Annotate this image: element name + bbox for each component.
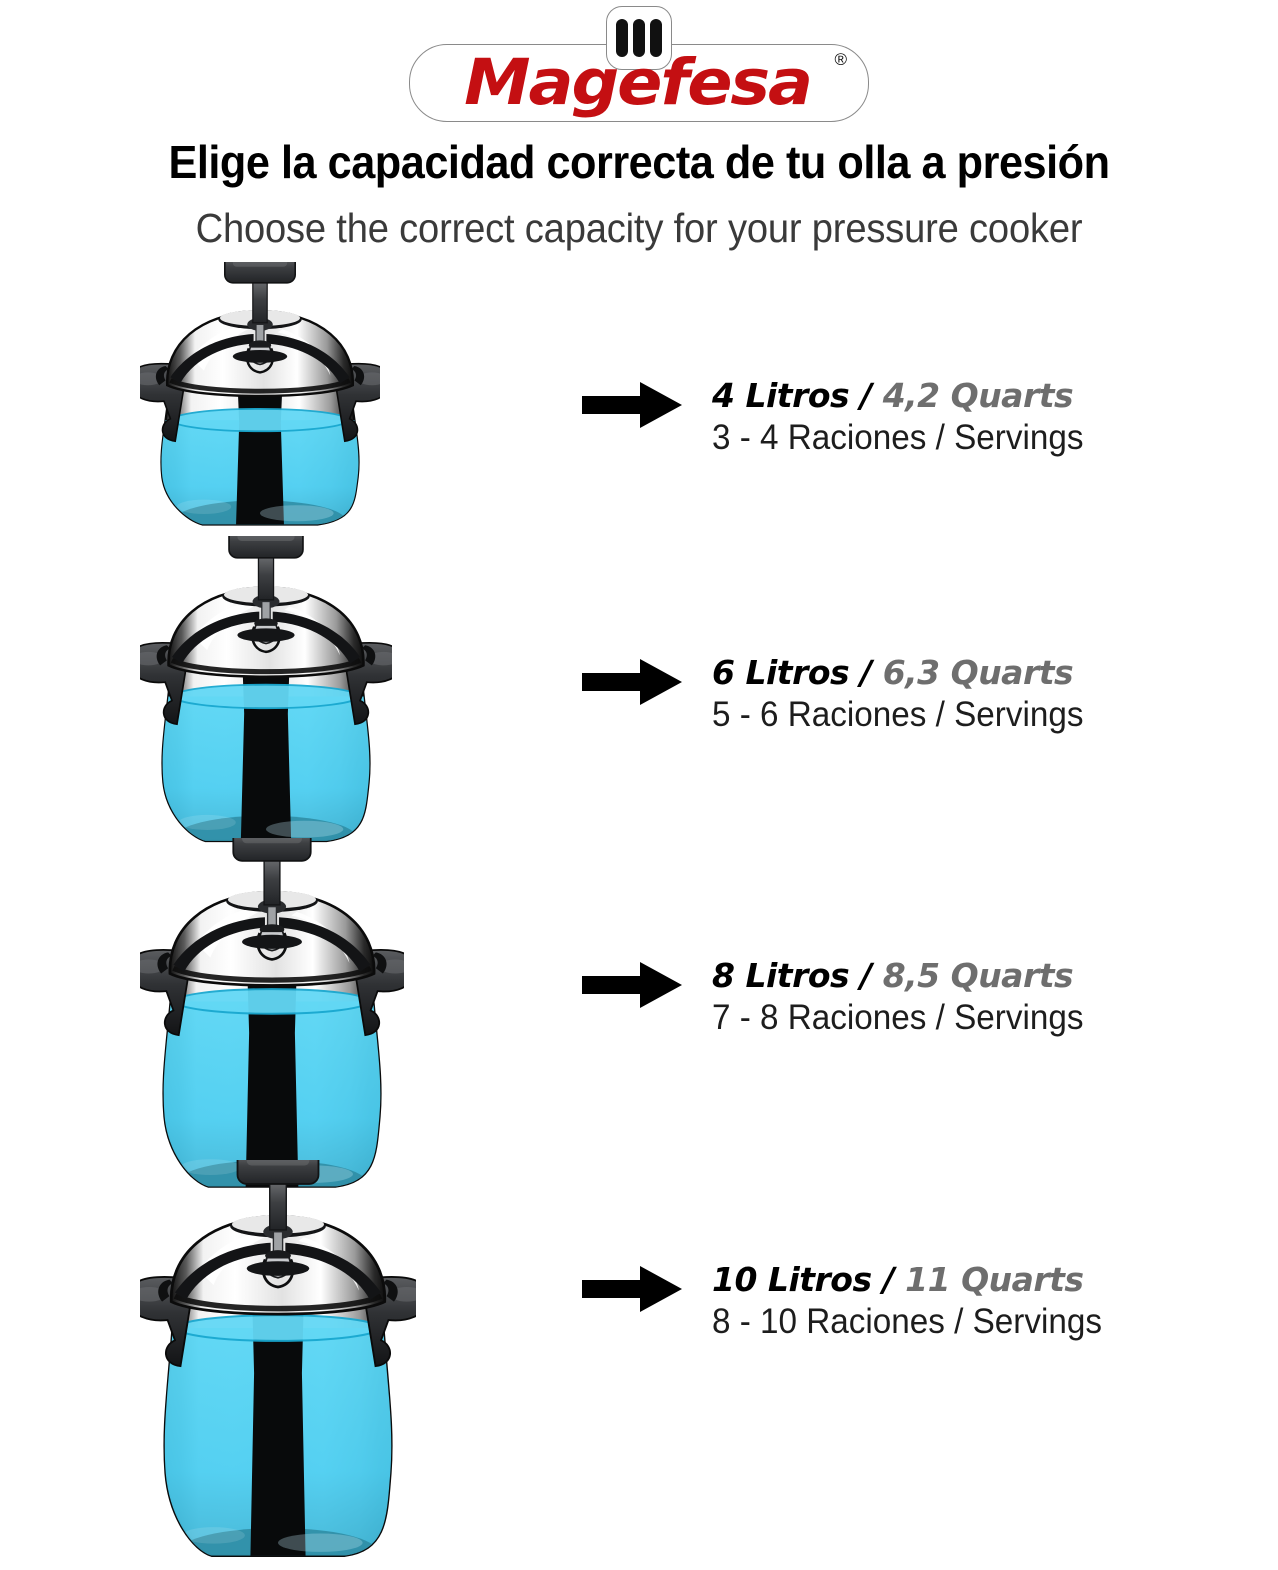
- pot-knob: [232, 838, 312, 906]
- servings-line: 3 - 4 Raciones / Servings: [712, 417, 1084, 457]
- row-arrow: [580, 958, 684, 1012]
- pressure-cooker-graphic: [140, 262, 380, 526]
- capacity-separator: /: [871, 1260, 906, 1299]
- capacity-separator: /: [849, 653, 883, 692]
- pot-cell-10L: [140, 1160, 434, 1570]
- pot-knob: [228, 536, 304, 601]
- brand-name: Magefesa: [464, 45, 814, 119]
- servings-line: 8 - 10 Raciones / Servings: [712, 1301, 1102, 1341]
- right-arrow-icon: [582, 382, 682, 428]
- logo-bar-1: [616, 19, 628, 57]
- water-level-line: [175, 1314, 381, 1342]
- right-arrow-icon: [582, 659, 682, 705]
- registered-trademark-icon: ®: [834, 50, 847, 69]
- page-subtitle-en: Choose the correct capacity for your pre…: [195, 205, 1083, 251]
- brand-logo: Magefesa ®: [0, 4, 1278, 124]
- pressure-cooker-graphic: [140, 536, 392, 843]
- water-level-line: [172, 683, 360, 710]
- capacity-quarts: 11 Quarts: [905, 1260, 1084, 1299]
- capacity-labels: 4 Litros / 4,2 Quarts 3 - 4 Raciones / S…: [712, 376, 1222, 458]
- page-title-es: Elige la capacidad correcta de tu olla a…: [168, 136, 1110, 188]
- capacity-labels: 10 Litros / 11 Quarts 8 - 10 Raciones / …: [712, 1260, 1222, 1342]
- water-level-line: [171, 408, 349, 433]
- capacity-quarts: 4,2 Quarts: [882, 376, 1074, 415]
- water-level-line: [174, 988, 370, 1015]
- capacity-line: 4 Litros / 4,2 Quarts: [712, 376, 1222, 415]
- right-arrow-icon: [582, 1266, 682, 1312]
- row-arrow: [580, 655, 684, 709]
- capacity-line: 6 Litros / 6,3 Quarts: [712, 653, 1222, 692]
- capacity-liters: 10 Litros: [712, 1260, 872, 1299]
- capacity-liters: 6 Litros: [712, 653, 850, 692]
- three-bars-icon: [606, 6, 672, 70]
- row-arrow: [580, 1262, 684, 1316]
- pot-cell-8L: [140, 838, 422, 1201]
- pressure-cooker-graphic: [140, 1160, 416, 1557]
- capacity-quarts: 8,5 Quarts: [882, 956, 1074, 995]
- row-arrow: [580, 378, 684, 432]
- capacity-labels: 6 Litros / 6,3 Quarts 5 - 6 Raciones / S…: [712, 653, 1222, 735]
- pot-knob: [224, 262, 296, 324]
- pot-cell-6L: [140, 536, 409, 854]
- pot-cell-4L: [140, 262, 396, 537]
- capacity-quarts: 6,3 Quarts: [882, 653, 1074, 692]
- pressure-valve-icon: [246, 1224, 310, 1289]
- right-arrow-icon: [582, 962, 682, 1008]
- capacity-line: 10 Litros / 11 Quarts: [712, 1260, 1222, 1299]
- capacity-line: 8 Litros / 8,5 Quarts: [712, 956, 1222, 995]
- pressure-cooker-graphic: [140, 838, 404, 1188]
- servings-line: 5 - 6 Raciones / Servings: [712, 694, 1084, 734]
- capacity-liters: 8 Litros: [712, 956, 850, 995]
- logo-bar-3: [650, 19, 662, 57]
- pot-knob: [236, 1160, 320, 1231]
- capacity-separator: /: [849, 956, 883, 995]
- servings-line: 7 - 8 Raciones / Servings: [712, 997, 1084, 1037]
- capacity-liters: 4 Litros: [712, 376, 850, 415]
- capacity-separator: /: [849, 376, 883, 415]
- capacity-labels: 8 Litros / 8,5 Quarts 7 - 8 Raciones / S…: [712, 956, 1222, 1038]
- logo-bar-2: [633, 19, 645, 57]
